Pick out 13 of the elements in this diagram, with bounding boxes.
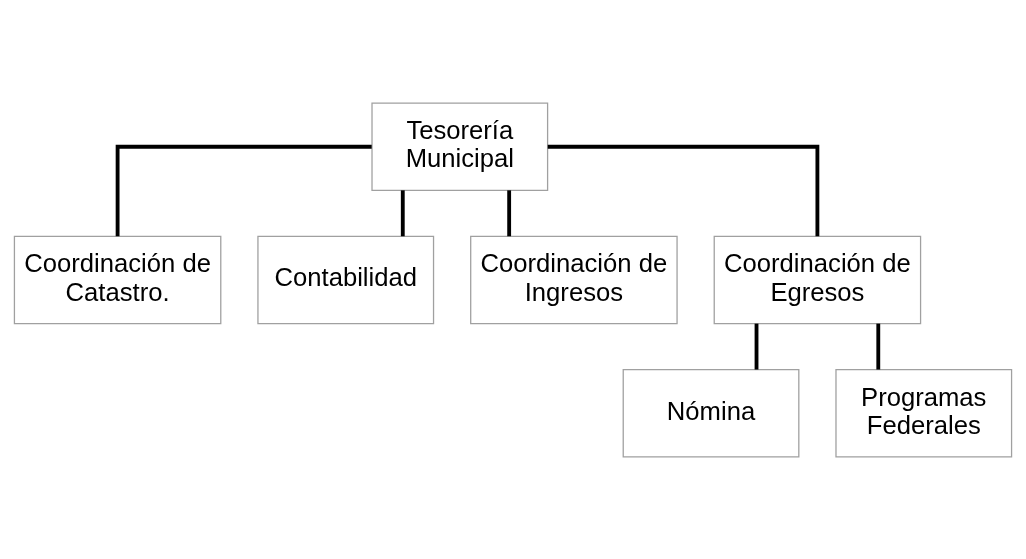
node-box: Coordinación de Catastro.: [13, 235, 222, 324]
node-box: Coordinación de Ingresos: [470, 235, 678, 324]
connector: [507, 189, 512, 236]
node-box: Tesorería Municipal: [371, 102, 549, 191]
connector: [876, 323, 881, 370]
node-box: Nómina: [622, 368, 800, 457]
connector: [115, 144, 372, 236]
connector: [547, 144, 820, 236]
node-box: Programas Federales: [835, 368, 1013, 457]
connector: [400, 189, 405, 236]
node-box: Contabilidad: [257, 235, 435, 324]
connector: [754, 323, 759, 370]
node-box: Coordinación de Egresos: [713, 235, 922, 324]
